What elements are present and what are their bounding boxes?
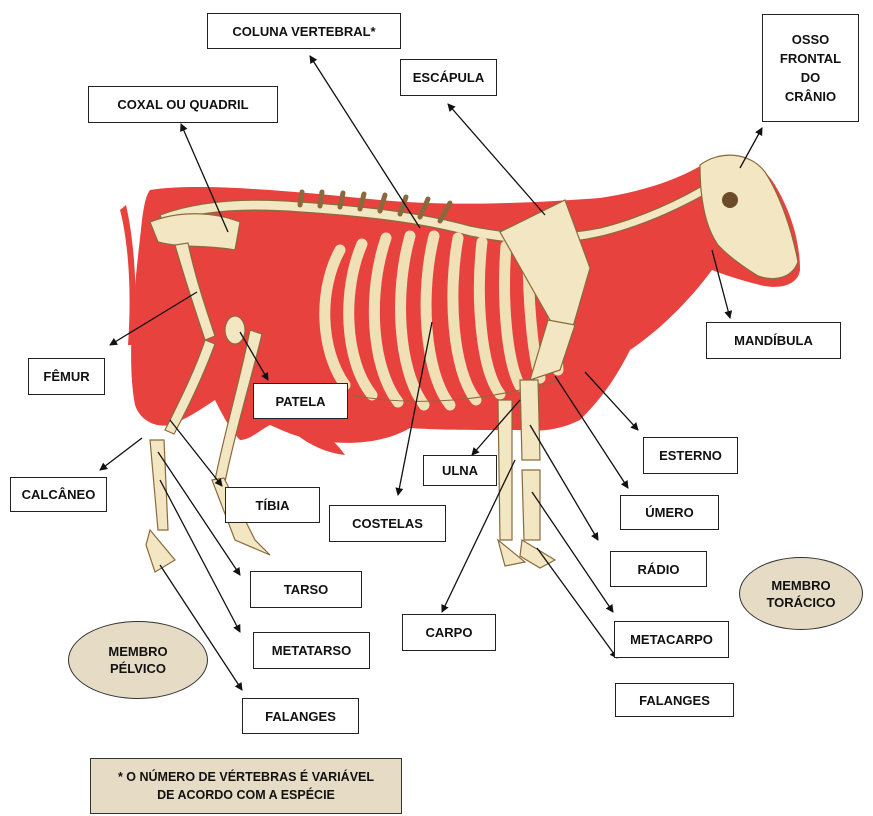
label-coxal-ou-quadril: COXAL OU QUADRIL [88,86,278,123]
footnote-line-2: DE ACORDO COM A ESPÉCIE [157,786,335,804]
label-femur: FÊMUR [28,358,105,395]
label-falanges-toracico: FALANGES [615,683,734,717]
label-coluna-vertebral: COLUNA VERTEBRAL* [207,13,401,49]
label-metatarso: METATARSO [253,632,370,669]
label-patela: PATELA [253,383,348,419]
label-tarso: TARSO [250,571,362,608]
label-mandibula: MANDÍBULA [706,322,841,359]
eye-orbit [722,192,738,208]
oval-membro-toracico: MEMBRO TORÁCICO [739,557,863,630]
label-osso-frontal-line-1: OSSO [792,30,830,49]
label-umero: ÚMERO [620,495,719,530]
fore-hoof [520,540,555,568]
label-radio: RÁDIO [610,551,707,587]
oval-membro-toracico-line-1: MEMBRO [771,577,830,594]
label-esterno: ESTERNO [643,437,738,474]
label-osso-frontal-line-3: DO [801,68,821,87]
label-ulna: ULNA [423,455,497,486]
label-osso-frontal-line-4: CRÂNIO [785,87,836,106]
label-osso-frontal-line-2: FRONTAL [780,49,841,68]
oval-membro-toracico-line-2: TORÁCICO [766,594,835,611]
label-metacarpo: METACARPO [614,621,729,658]
label-falanges-pelvico: FALANGES [242,698,359,734]
oval-membro-pelvico: MEMBRO PÉLVICO [68,621,208,699]
footnote-line-1: * O NÚMERO DE VÉRTEBRAS É VARIÁVEL [118,768,374,786]
patella-bone [225,316,245,344]
label-tibia: TÍBIA [225,487,320,523]
label-costelas: COSTELAS [329,505,446,542]
radius-ulna-bone [520,380,540,460]
oval-membro-pelvico-line-1: MEMBRO [108,643,167,660]
label-calcaneo: CALCÂNEO [10,477,107,512]
oval-membro-pelvico-line-2: PÉLVICO [110,660,166,677]
label-osso-frontal-cranio: OSSO FRONTAL DO CRÂNIO [762,14,859,122]
label-escapula: ESCÁPULA [400,59,497,96]
cow-silhouette [120,156,800,455]
footnote-vertebrae: * O NÚMERO DE VÉRTEBRAS É VARIÁVEL DE AC… [90,758,402,814]
fore-metacarpal [522,470,540,540]
label-carpo: CARPO [402,614,496,651]
